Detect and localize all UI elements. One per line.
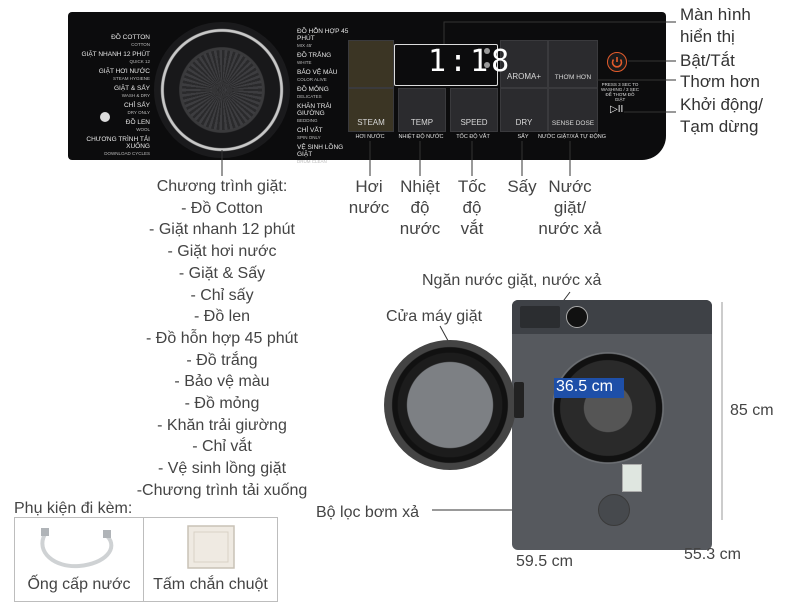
mini-dial bbox=[566, 306, 588, 328]
status-indicator-icon bbox=[484, 62, 490, 68]
feature-dry: Sấy bbox=[507, 177, 537, 196]
steam-artwork bbox=[348, 40, 394, 88]
program-item: - Giặt nhanh 12 phút bbox=[149, 221, 295, 239]
display-screen bbox=[394, 44, 498, 86]
tile-caption: TỐC ĐỘ VẮT bbox=[456, 134, 490, 140]
program-item: - Chỉ sấy bbox=[190, 286, 254, 304]
power-icon bbox=[611, 57, 623, 68]
door-callout: Cửa máy giặt bbox=[386, 308, 483, 325]
feature-detergent: Nước giặt/ nước xả bbox=[538, 177, 602, 238]
tile-caption: NƯỚC GIẶT/XẢ TỰ ĐỘNG bbox=[537, 134, 607, 140]
program-item: - Vệ sinh lồng giặt bbox=[157, 460, 287, 478]
tile-caption: SẤY bbox=[517, 134, 529, 140]
door-hinge bbox=[514, 382, 524, 418]
program-dial[interactable] bbox=[154, 22, 290, 158]
power-button[interactable] bbox=[607, 52, 627, 72]
start-pause-button[interactable]: ▷II bbox=[610, 104, 623, 115]
feature-water-temp: Nhiệt độ nước bbox=[399, 177, 441, 238]
time-readout: 1:18 bbox=[428, 44, 513, 79]
steam-button[interactable]: STEAM bbox=[348, 88, 394, 132]
door-diameter-label: 36.5 cm bbox=[556, 378, 613, 395]
depth-dimension: 55.3 cm bbox=[684, 546, 741, 563]
tile-caption: NHIỆT ĐỘ NƯỚC bbox=[398, 134, 444, 140]
program-item: - Chỉ vắt bbox=[192, 438, 252, 456]
detergent-drawer bbox=[520, 306, 560, 328]
program-item: -Chương trình tải xuống bbox=[136, 481, 308, 499]
accessories-title: Phụ kiện đi kèm: bbox=[14, 500, 133, 517]
aroma-tile[interactable]: AROMA+ bbox=[500, 40, 548, 88]
door-diameter-highlight bbox=[554, 378, 624, 398]
tile-caption: HƠI NƯỚC bbox=[355, 134, 385, 140]
program-item: - Đồ len bbox=[193, 308, 251, 326]
speed-button[interactable]: SPEED bbox=[450, 88, 498, 132]
detergent-drawer-callout: Ngăn nước giặt, nước xả bbox=[422, 272, 602, 289]
energy-label bbox=[622, 464, 642, 492]
start-hint: PRESS 3 SEC TO WASHING / 3 SEC ĐỂ THƠM Đ… bbox=[600, 82, 640, 102]
power-callout: Bật/Tắt bbox=[680, 51, 735, 70]
program-list: Chương trình giặt: - Đồ Cotton - Giặt nh… bbox=[132, 176, 312, 502]
program-item: - Đồ Cotton bbox=[181, 199, 263, 217]
program-item: - Giặt & Sấy bbox=[178, 264, 266, 282]
aroma-callout: Thơm hơn bbox=[680, 72, 760, 91]
program-item: - Đồ mỏng bbox=[184, 395, 260, 413]
accessory-hose: Ống cấp nước bbox=[14, 517, 144, 602]
drain-filter-callout: Bộ lọc bơm xả bbox=[316, 504, 419, 521]
display-callout: Màn hình hiển thị bbox=[680, 5, 751, 46]
width-dimension: 59.5 cm bbox=[516, 553, 573, 570]
aroma-plus-button[interactable]: THƠM HƠN bbox=[548, 40, 598, 88]
washer-drum bbox=[552, 352, 664, 464]
washer-door bbox=[384, 340, 516, 470]
program-item: - Đồ hỗn hợp 45 phút bbox=[146, 329, 298, 347]
program-item: - Đồ trắng bbox=[186, 351, 258, 369]
program-item: - Bảo vệ màu bbox=[174, 373, 270, 391]
accessory-label: Tấm chắn chuột bbox=[153, 576, 268, 593]
sense-dose-button[interactable]: SENSE DOSE bbox=[548, 88, 598, 132]
accessory-label: Ống cấp nước bbox=[27, 576, 131, 593]
rat-guard-icon bbox=[187, 525, 235, 569]
program-item: - Giặt hơi nước bbox=[167, 243, 277, 261]
play-pause-icon: ▷II bbox=[610, 104, 624, 115]
feature-spin-speed: Tốc độ vắt bbox=[457, 177, 487, 238]
programs-title: Chương trình giặt: bbox=[156, 178, 288, 195]
wifi-icon bbox=[100, 112, 110, 122]
temp-button[interactable]: TEMP bbox=[398, 88, 446, 132]
start-callout: Khởi động/ Tạm dừng bbox=[680, 95, 763, 136]
drain-filter-cover bbox=[598, 494, 630, 526]
dry-button[interactable]: DRY bbox=[500, 88, 548, 132]
accessory-rat-guard: Tấm chắn chuột bbox=[143, 517, 278, 602]
feature-steam: Hơi nước bbox=[348, 177, 390, 217]
program-item: - Khăn trải giường bbox=[157, 416, 287, 434]
hose-icon bbox=[40, 528, 114, 569]
height-dimension: 85 cm bbox=[730, 402, 774, 419]
status-indicator-icon bbox=[484, 48, 490, 54]
